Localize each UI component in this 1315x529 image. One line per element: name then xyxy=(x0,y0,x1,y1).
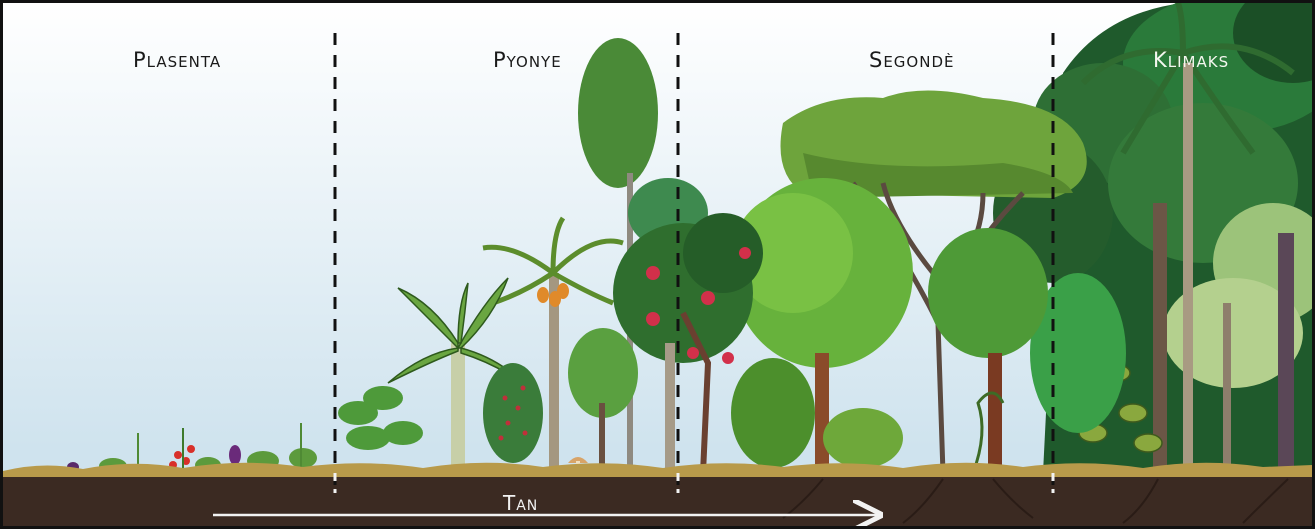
climax-forest xyxy=(993,3,1312,473)
stage-label-pioneer: Pyonye xyxy=(493,48,562,72)
stage-label-placenta: Plasenta xyxy=(133,48,222,72)
time-axis-label: Tan xyxy=(503,491,539,515)
stage-dividers-ground xyxy=(333,473,1055,493)
stage-label-secondary: Segondè xyxy=(869,48,955,72)
secondary-forest xyxy=(731,90,1087,474)
stage-label-climax: Klimaks xyxy=(1153,48,1230,72)
stage-dividers xyxy=(333,33,1055,488)
illustration xyxy=(3,3,1312,526)
ground xyxy=(3,462,1312,526)
pioneer-plants xyxy=(338,38,763,513)
